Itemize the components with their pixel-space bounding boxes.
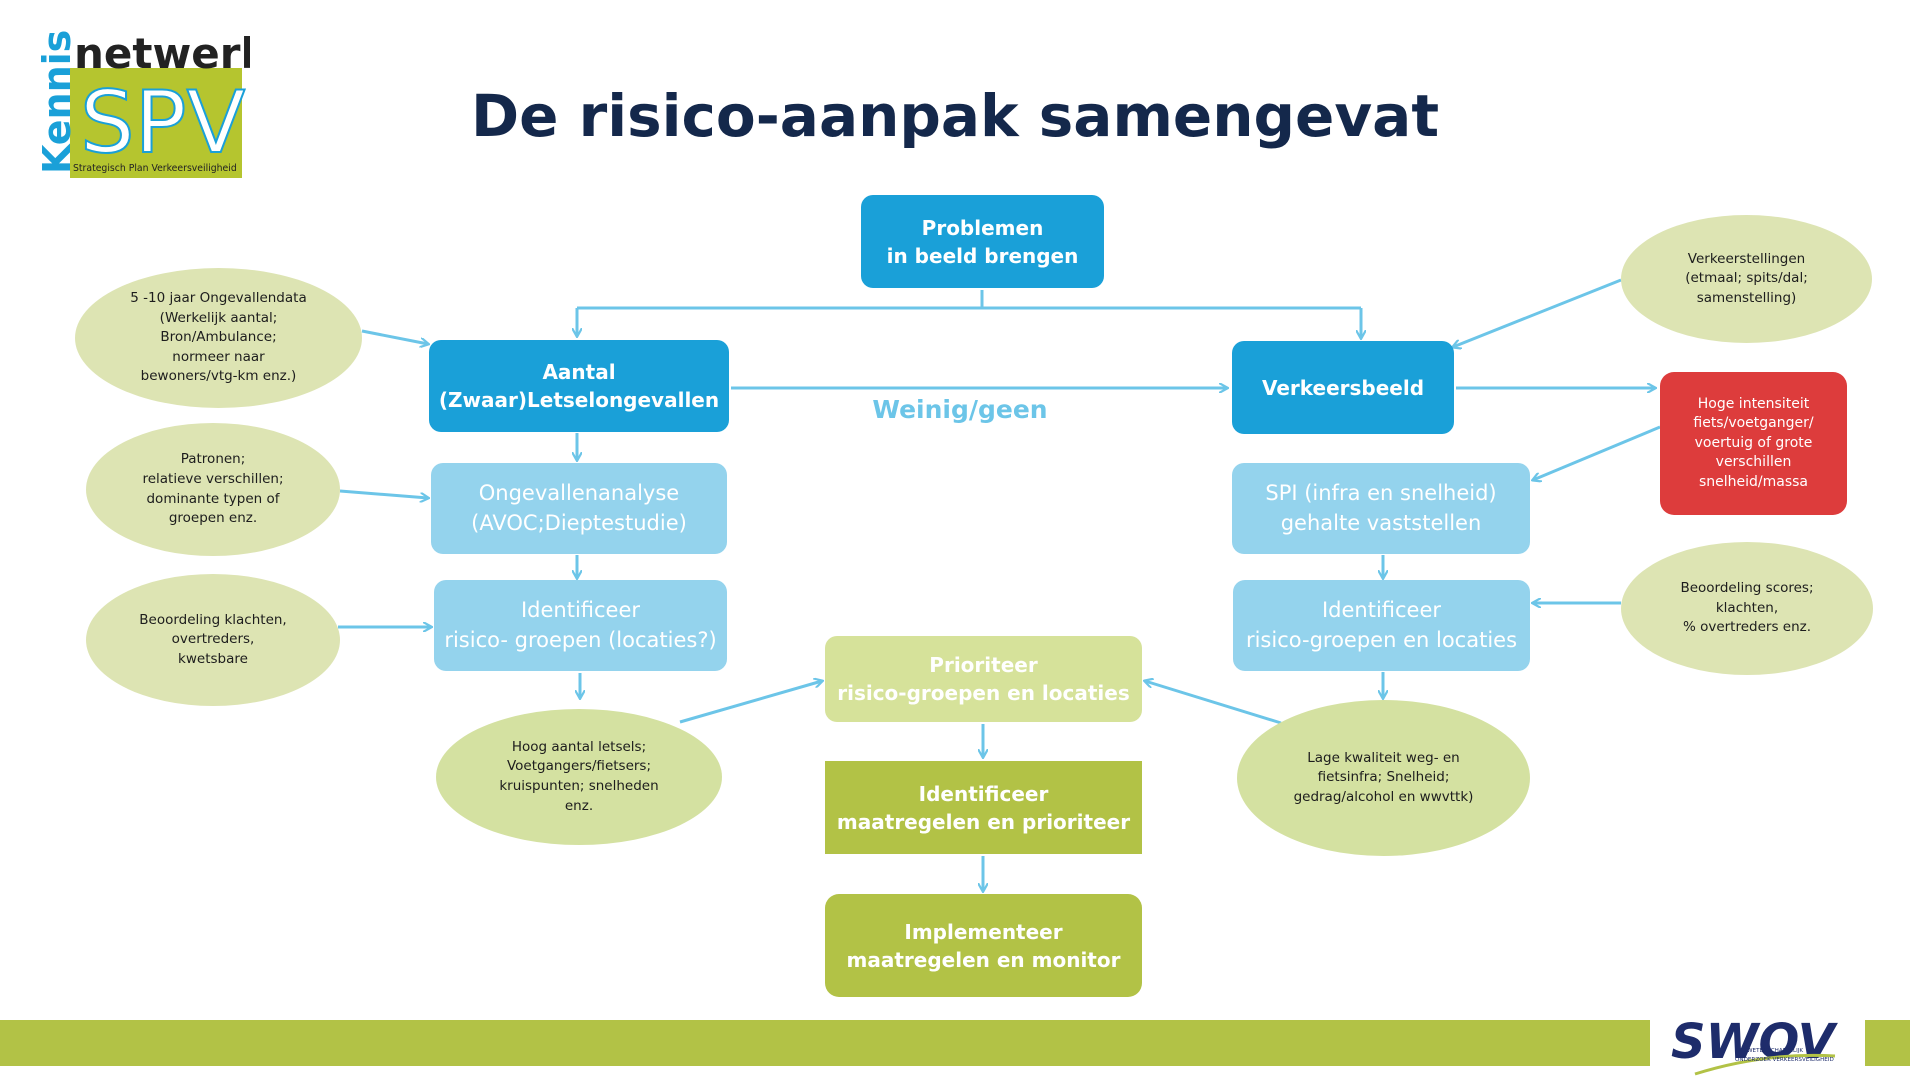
box-verkeersbeeld: Verkeersbeeld bbox=[1232, 341, 1454, 434]
box-ongevallenanalyse: Ongevallenanalyse (AVOC;Dieptestudie) bbox=[431, 463, 727, 554]
footer-logo-background bbox=[1650, 1010, 1865, 1076]
footer-bar bbox=[0, 1020, 1910, 1066]
ellipse-verkeerstellingen-line-1: Verkeerstellingen bbox=[1687, 250, 1806, 267]
ellipse-scores-line-1: Beoordeling scores; bbox=[1680, 580, 1814, 597]
swov-logo: SWOV WETENSCHAPPELIJK ONDERZOEK VERKEERS… bbox=[1671, 1014, 1839, 1076]
ellipse-scores-line-2: klachten, bbox=[1715, 599, 1779, 616]
ellipse-hoog-line-1: Hoog aantal letsels; bbox=[511, 738, 647, 755]
ellipse-klachten-left-line-3: kwetsbare bbox=[178, 650, 248, 667]
ellipse-patronen-line-4: groepen enz. bbox=[168, 510, 258, 527]
ellipse-ongevallendata-line-4: normeer naar bbox=[172, 348, 265, 365]
box-maatregelen: Identificeer maatregelen en prioriteer bbox=[825, 761, 1142, 854]
swov-swoosh bbox=[1694, 1053, 1836, 1076]
box-hoge-line-3: voertuig of grote bbox=[1694, 434, 1813, 451]
box-prioriteer-line-2: risico-groepen en locaties bbox=[837, 681, 1130, 705]
box-hoge-line-2: fiets/voetganger/ bbox=[1693, 415, 1814, 432]
box-aantal-line-1: Aantal bbox=[542, 360, 616, 384]
arrow-hoge-to-spi bbox=[1533, 425, 1661, 480]
arrow-verkeerstellingen-to-verkeersbeeld bbox=[1453, 278, 1622, 347]
arrow-ongevallendata-to-aantal bbox=[361, 329, 428, 344]
ellipse-hoog-line-2: Voetgangers/fietsers; bbox=[506, 758, 652, 775]
ellipse-lage-line-3: gedrag/alcohol en wwvttk) bbox=[1293, 788, 1474, 805]
logo-spv-background bbox=[70, 68, 242, 178]
arrow-problemen-to-aantal bbox=[577, 306, 1361, 336]
box-verkeersbeeld-line-1: Verkeersbeeld bbox=[1261, 375, 1425, 400]
box-prioriteer: Prioriteer risico-groepen en locaties bbox=[825, 636, 1142, 722]
box-spi: SPI (infra en snelheid) gehalte vaststel… bbox=[1232, 463, 1530, 554]
label-weinig-geen: Weinig/geen bbox=[872, 395, 1048, 424]
ellipse-lage-line-2: fietsinfra; Snelheid; bbox=[1317, 769, 1450, 786]
ellipse-hoog-line-3: kruispunten; snelheden bbox=[499, 778, 659, 794]
box-prioriteer-line-1: Prioriteer bbox=[929, 653, 1038, 677]
box-problemen-line-1: Problemen bbox=[921, 215, 1044, 240]
ellipse-klachten-left: Beoordeling klachten, overtreders, kwets… bbox=[86, 574, 340, 706]
ellipse-patronen-line-1: Patronen; bbox=[180, 451, 246, 468]
ellipse-klachten-left-line-2: overtreders, bbox=[171, 631, 255, 648]
ellipse-hoog-line-4: enz. bbox=[564, 797, 594, 814]
page-title: De risico-aanpak samengevat bbox=[470, 82, 1440, 150]
ellipse-patronen-line-3: dominante typen of bbox=[146, 490, 280, 507]
logo-word-netwerk: netwerk bbox=[74, 29, 250, 78]
box-identificeer-left-line-1: Identificeer bbox=[520, 598, 641, 623]
box-problemen: Problemen in beeld brengen bbox=[861, 195, 1104, 288]
logo-tagline: Strategisch Plan Verkeersveiligheid bbox=[73, 163, 237, 174]
box-identificeer-left-line-2: risico- groepen (locaties?) bbox=[444, 627, 717, 652]
box-ongevallenanalyse-line-2: (AVOC;Dieptestudie) bbox=[471, 510, 687, 535]
box-implementeer: Implementeer maatregelen en monitor bbox=[825, 894, 1142, 997]
ellipse-ongevallendata: 5 -10 jaar Ongevallendata (Werkelijk aan… bbox=[75, 268, 362, 408]
box-identificeer-left: Identificeer risico- groepen (locaties?) bbox=[434, 580, 727, 671]
box-problemen-line-2: in beeld brengen bbox=[886, 243, 1079, 268]
ellipse-ongevallendata-line-3: Bron/Ambulance; bbox=[160, 329, 277, 346]
swov-subtitle-2: ONDERZOEK VERKEERSVEILIGHEID bbox=[1735, 1057, 1834, 1063]
box-hoge-intensiteit: Hoge intensiteit fiets/voetganger/ voert… bbox=[1660, 372, 1847, 515]
box-implementeer-line-1: Implementeer bbox=[904, 919, 1063, 944]
ellipse-verkeerstellingen: Verkeerstellingen (etmaal; spits/dal; sa… bbox=[1621, 215, 1872, 343]
box-identificeer-right-line-1: Identificeer bbox=[1321, 598, 1442, 623]
ellipse-patronen-line-2: relatieve verschillen; bbox=[142, 470, 284, 487]
box-ongevallenanalyse-line-1: Ongevallenanalyse bbox=[478, 481, 680, 506]
box-aantal: Aantal (Zwaar)Letselongevallen bbox=[429, 340, 729, 432]
arrow-lage-to-prioriteer bbox=[1145, 681, 1282, 725]
box-spi-line-2: gehalte vaststellen bbox=[1280, 510, 1482, 535]
ellipse-ongevallendata-line-2: (Werkelijk aantal; bbox=[159, 309, 278, 326]
box-identificeer-right: Identificeer risico-groepen en locaties bbox=[1233, 580, 1530, 671]
kennisnetwerk-spv-logo: Kennis netwerk SPV Strategisch Plan Verk… bbox=[35, 29, 250, 178]
box-maatregelen-line-2: maatregelen en prioriteer bbox=[836, 809, 1131, 834]
box-hoge-line-1: Hoge intensiteit bbox=[1697, 395, 1810, 412]
ellipse-ongevallendata-line-1: 5 -10 jaar Ongevallendata bbox=[130, 290, 307, 307]
ellipse-patronen: Patronen; relatieve verschillen; dominan… bbox=[86, 423, 340, 556]
logo-word-spv: SPV bbox=[80, 73, 245, 173]
box-hoge-line-4: verschillen bbox=[1715, 454, 1792, 471]
swov-subtitle-1: WETENSCHAPPELIJK bbox=[1747, 1048, 1803, 1054]
ellipse-klachten-left-line-1: Beoordeling klachten, bbox=[139, 611, 287, 628]
box-spi-line-1: SPI (infra en snelheid) bbox=[1265, 481, 1497, 506]
box-identificeer-right-line-2: risico-groepen en locaties bbox=[1245, 627, 1518, 652]
ellipse-verkeerstellingen-line-3: samenstelling) bbox=[1696, 289, 1797, 306]
box-maatregelen-line-1: Identificeer bbox=[918, 781, 1049, 806]
ellipse-hoog-aantal: Hoog aantal letsels; Voetgangers/fietser… bbox=[436, 709, 722, 845]
ellipse-ongevallendata-line-5: bewoners/vtg-km enz.) bbox=[140, 368, 297, 385]
ellipse-lage-line-1: Lage kwaliteit weg- en bbox=[1307, 749, 1460, 766]
box-aantal-line-2: (Zwaar)Letselongevallen bbox=[438, 388, 720, 412]
box-implementeer-line-2: maatregelen en monitor bbox=[846, 947, 1121, 972]
ellipse-scores: Beoordeling scores; klachten, % overtred… bbox=[1621, 542, 1873, 675]
arrow-patronen-to-ongevallenanalyse bbox=[339, 489, 428, 498]
box-hoge-line-5: snelheid/massa bbox=[1698, 473, 1809, 490]
arrow-hoog-to-prioriteer bbox=[679, 681, 822, 724]
ellipse-scores-line-3: % overtreders enz. bbox=[1682, 619, 1812, 636]
logo-word-kennis: Kennis bbox=[35, 30, 79, 174]
ellipse-lage-kwaliteit: Lage kwaliteit weg- en fietsinfra; Snelh… bbox=[1237, 700, 1530, 856]
ellipse-verkeerstellingen-line-2: (etmaal; spits/dal; bbox=[1685, 270, 1808, 287]
